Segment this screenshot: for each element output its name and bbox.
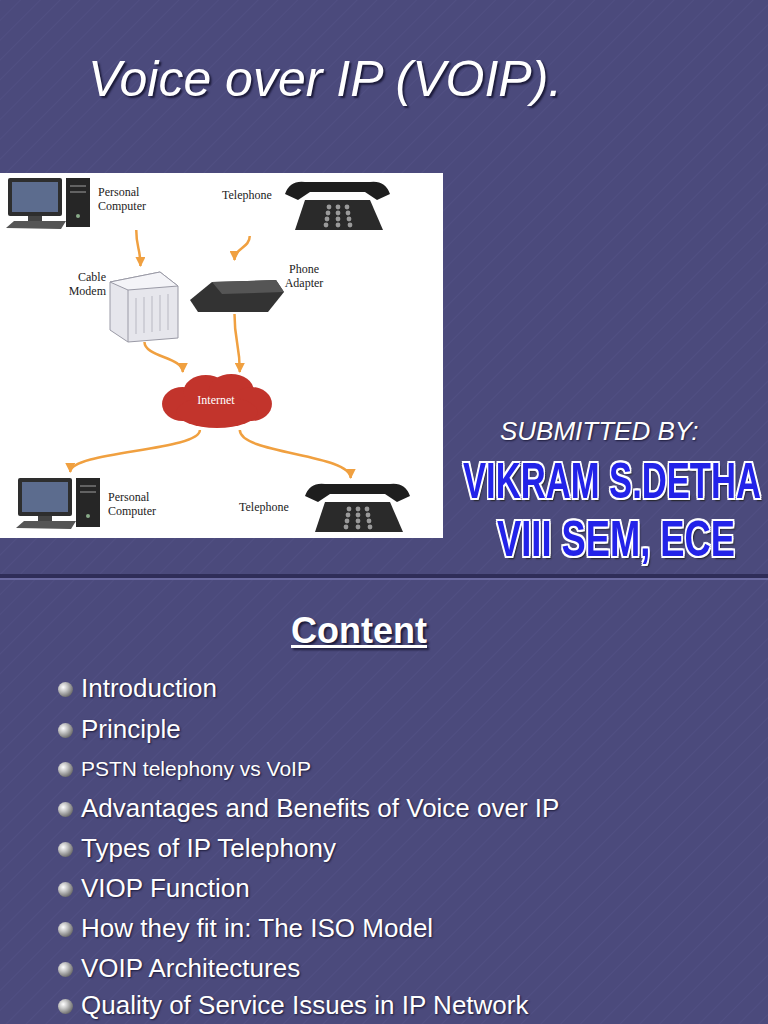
bullet-sphere [58, 882, 73, 897]
content-item: VOIP Architectures [81, 954, 300, 984]
bullet-sphere [58, 962, 73, 977]
bullet-sphere [58, 999, 73, 1014]
bullet-sphere [58, 723, 73, 738]
content-item: VIOP Function [81, 874, 250, 904]
content-item: Advantages and Benefits of Voice over IP [81, 794, 559, 824]
slide-title: Voice over IP (VOIP). [88, 50, 562, 108]
content-item: Quality of Service Issues in IP Network [81, 991, 528, 1021]
content-heading: Content [291, 610, 427, 652]
flow-arrow [235, 236, 250, 260]
flow-arrow [240, 430, 351, 478]
phone-adapter-icon [190, 280, 284, 312]
bullet-sphere [58, 922, 73, 937]
internet-cloud: Internet [160, 372, 274, 430]
flow-arrow [235, 314, 240, 372]
device-node: Cable Modem [48, 266, 182, 342]
cloud-label: Internet [160, 393, 272, 407]
bullet-sphere [58, 802, 73, 817]
device-label: Telephone [239, 500, 305, 514]
cable-modem-icon [110, 272, 178, 342]
author-name: VIKRAM S.DETHA [463, 454, 761, 508]
device-label: Personal Computer [108, 490, 184, 518]
bullet-sphere [58, 842, 73, 857]
device-node: Phone Adapter [188, 260, 338, 314]
device-label: Phone Adapter [274, 262, 334, 290]
device-label: Telephone [222, 188, 286, 202]
device-node: Personal Computer [5, 175, 180, 230]
device-node: Telephone [220, 178, 395, 236]
content-item: How they fit in: The ISO Model [81, 914, 433, 944]
content-item: PSTN telephony vs VoIP [81, 757, 311, 781]
content-item: Principle [81, 715, 181, 745]
device-label: Personal Computer [98, 185, 170, 213]
flow-arrow [70, 430, 200, 472]
bullet-sphere [58, 682, 73, 697]
content-item: Types of IP Telephony [81, 834, 336, 864]
flow-arrow [144, 342, 182, 372]
device-label: Cable Modem [50, 270, 106, 298]
author-class: VIII SEM, ECE [497, 512, 735, 566]
device-node: Telephone [235, 478, 413, 538]
bullet-sphere [58, 762, 73, 777]
device-node: Personal Computer [12, 472, 194, 532]
content-item: Introduction [81, 674, 217, 704]
submitted-by: SUBMITTED BY: [500, 416, 698, 447]
flow-arrow [136, 230, 140, 266]
